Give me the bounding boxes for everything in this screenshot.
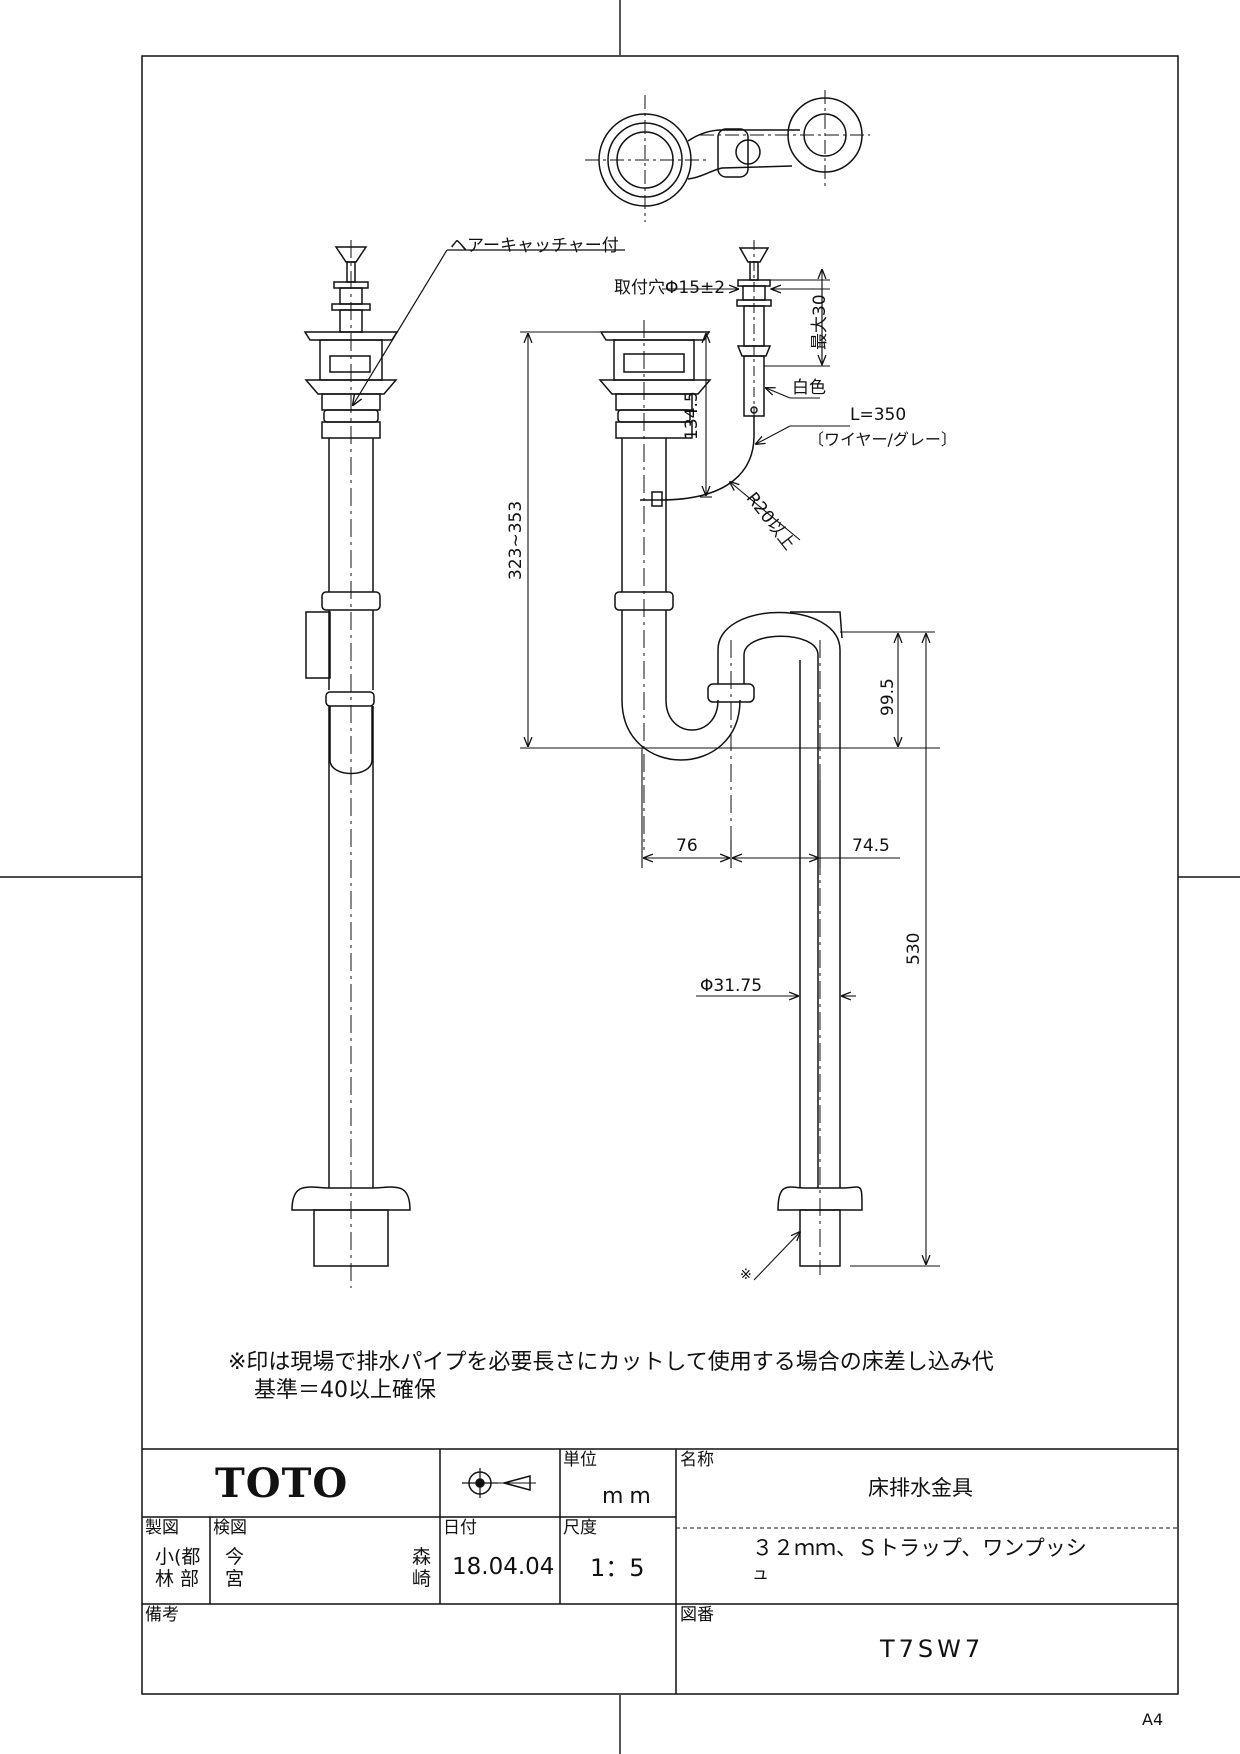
asterisk-mark: ※ [740,1267,752,1283]
remarks-label: 備考 [145,1605,179,1625]
unit-value: mm [602,1484,657,1509]
dim-530: 530 [904,932,924,965]
hair-catcher-label: ヘアーキャッチャー付 [450,236,619,256]
drawn-value-b: 林 部 [155,1568,200,1590]
dim-76: 76 [676,836,698,856]
desc-line-1: ３２ｍｍ、Ｓトラップ、ワンプッシ [752,1536,1087,1560]
right-side-view [598,320,863,1275]
top-view [585,90,870,222]
scale-value: 1：5 [590,1554,645,1582]
drawing-no-label: 図番 [680,1605,714,1625]
dimension-lines [520,270,940,1281]
dim-323-353: 323~353 [506,500,526,580]
note-line-1: ※印は現場で排水パイプを必要長さにカットして使用する場合の床差し込み代 [228,1350,994,1375]
note-line-2: 基準＝40以上確保 [254,1378,436,1403]
date-value: 18.04.04 [452,1554,555,1580]
dim-74-5: 74.5 [852,836,890,856]
max30-label: 最大30 [810,294,830,350]
checked-label: 検図 [213,1518,247,1538]
name-label: 名称 [680,1450,714,1470]
drawing-no-value: T7SW7 [880,1635,985,1663]
drawn-label: 製図 [145,1518,179,1538]
checked-value-a: 今 [225,1546,245,1568]
dim-99-5: 99.5 [878,678,898,716]
wire-desc-label: 〔ワイヤー/グレー〕 [808,430,957,449]
title-block [142,1448,1178,1694]
mount-hole-label: 取付穴Φ15±2 [614,278,726,298]
left-side-view [291,240,411,1288]
unit-label: 単位 [563,1450,597,1470]
date-label: 日付 [443,1518,477,1538]
paper-size: A4 [1142,1710,1164,1729]
drawing-border [141,55,1179,1695]
checked-value-d: 崎 [412,1568,432,1590]
desc-line-2: ュ [752,1564,769,1584]
white-label: 白色 [792,378,826,398]
scale-label: 尺度 [563,1518,597,1538]
dim-134-5: 134.5 [682,391,702,440]
wire-length-label: L=350 [850,405,907,425]
drawn-value-a: 小(都 [155,1546,201,1568]
checked-value-b: 宮 [225,1568,245,1590]
checked-value-c: 森 [412,1546,432,1568]
toto-logo: TOTO [215,1460,349,1507]
dim-diameter: Φ31.75 [700,976,763,996]
hair-catcher-leader [353,249,625,405]
name-value: 床排水金具 [868,1476,973,1500]
